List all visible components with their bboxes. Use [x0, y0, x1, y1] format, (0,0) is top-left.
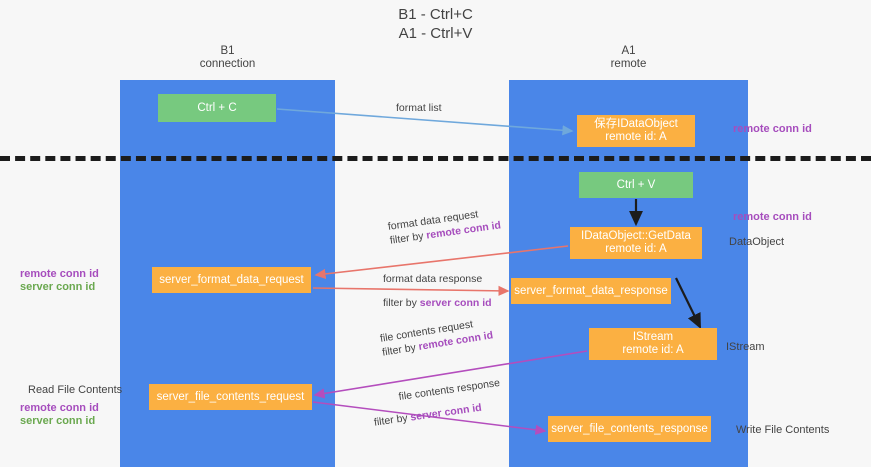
phase-divider — [0, 156, 871, 161]
label-left-conn-ids-bottom: remote conn id server conn id — [20, 402, 99, 428]
arrow-label-format-data-response-title: format data response — [383, 273, 483, 285]
box-server-file-contents-request-label: server_file_contents_request — [156, 390, 305, 403]
arrow-label-file-contents-response: file contents response filter by server … — [370, 376, 504, 430]
label-left-mid-remote: remote conn id — [20, 268, 99, 280]
box-idataobject-getdata[interactable]: IDataObject::GetData remote id: A — [570, 227, 702, 259]
box-server-format-data-request-label: server_format_data_request — [159, 273, 304, 286]
box-server-format-data-response-label: server_format_data_response — [514, 284, 668, 297]
lane-header-a1: A1 remote — [509, 45, 748, 71]
filter-prefix: filter by — [373, 411, 412, 429]
box-server-format-data-response[interactable]: server_format_data_response — [511, 278, 671, 304]
box-save-idataobject-line2: remote id: A — [605, 131, 667, 143]
arrow-label-format-data-response: format data response filter by server co… — [383, 272, 492, 310]
box-idataobject-getdata-line1: IDataObject::GetData — [581, 230, 691, 242]
arrow-label-format-list-text: format list — [396, 102, 442, 114]
lane-header-a1-role: remote — [610, 58, 647, 70]
box-istream[interactable]: IStream remote id: A — [589, 328, 717, 360]
arrow-label-format-data-response-filter: filter by server conn id — [383, 296, 492, 310]
label-read-file-contents: Read File Contents — [28, 384, 123, 396]
lane-header-b1: B1 connection — [120, 45, 335, 71]
box-server-file-contents-request[interactable]: server_file_contents_request — [149, 384, 312, 410]
label-left-bot-server: server conn id — [20, 415, 96, 427]
label-left-bot-remote: remote conn id — [20, 402, 99, 414]
box-istream-line2: remote id: A — [622, 344, 684, 356]
box-ctrl-c[interactable]: Ctrl + C — [158, 94, 276, 122]
box-ctrl-v-label: Ctrl + V — [616, 178, 656, 191]
page-title: B1 - Ctrl+C A1 - Ctrl+V — [0, 5, 871, 43]
box-istream-line1: IStream — [632, 331, 674, 343]
filter-key-server-conn-id: server conn id — [409, 401, 483, 424]
box-ctrl-c-label: Ctrl + C — [197, 101, 237, 114]
label-remote-conn-id-top: remote conn id — [733, 123, 812, 135]
filter-prefix: filter by — [389, 229, 428, 247]
box-server-file-contents-response[interactable]: server_file_contents_response — [548, 416, 711, 442]
label-left-conn-ids-mid: remote conn id server conn id — [20, 268, 99, 294]
lane-header-b1-role: connection — [199, 58, 256, 70]
page-title-line2: A1 - Ctrl+V — [398, 25, 473, 42]
label-dataobject: DataObject — [729, 236, 785, 248]
box-server-format-data-request[interactable]: server_format_data_request — [152, 267, 311, 293]
box-save-idataobject-line1: 保存IDataObject — [594, 118, 678, 130]
box-save-idataobject[interactable]: 保存IDataObject remote id: A — [577, 115, 695, 147]
arrow-label-format-list: format list — [396, 101, 442, 115]
filter-key-server-conn-id: server conn id — [419, 297, 492, 309]
arrow-label-format-data-request: format data request filter by remote con… — [387, 204, 502, 247]
label-write-file-contents: Write File Contents — [736, 424, 830, 436]
label-istream: IStream — [726, 341, 765, 353]
arrow-label-file-contents-response-filter: filter by server conn id — [373, 398, 504, 430]
page-title-line1: B1 - Ctrl+C — [398, 6, 473, 23]
label-left-mid-server: server conn id — [20, 281, 96, 293]
lane-header-a1-name: A1 — [621, 45, 636, 57]
box-server-file-contents-response-label: server_file_contents_response — [551, 422, 708, 435]
box-idataobject-getdata-line2: remote id: A — [605, 243, 667, 255]
box-ctrl-v[interactable]: Ctrl + V — [579, 172, 693, 198]
label-remote-conn-id-mid: remote conn id — [733, 211, 812, 223]
filter-prefix: filter by — [383, 297, 420, 309]
arrow-label-file-contents-request: file contents request filter by remote c… — [379, 314, 494, 359]
lane-header-b1-name: B1 — [220, 45, 235, 57]
